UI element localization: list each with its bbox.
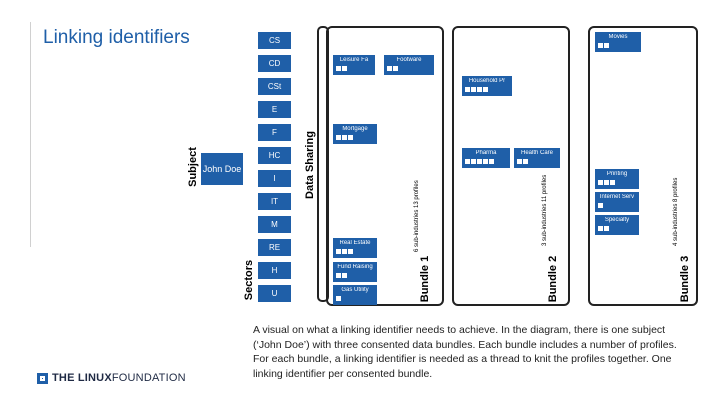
profile-square: [471, 87, 476, 92]
bundle-1-note: 6 sub-industries 13 profiles: [414, 180, 420, 252]
profile-square: [342, 135, 347, 140]
linux-foundation-logo-icon: [37, 372, 48, 384]
profile-square: [489, 159, 494, 164]
profile-box: Footware: [384, 55, 434, 75]
data-sharing-bar: [317, 26, 329, 302]
page-title: Linking identifiers: [43, 27, 190, 48]
logo-text: THE LINUXFOUNDATION: [52, 372, 186, 384]
profile-square: [523, 159, 528, 164]
profile-box: Leisure Fa: [333, 55, 375, 75]
bundle-2-note: 3 sub-industries 11 profiles: [542, 174, 548, 246]
profile-square: [471, 159, 476, 164]
sector-box: CSt: [258, 78, 291, 95]
profile-square: [610, 180, 615, 185]
profile-box: Health Care: [514, 148, 560, 168]
profile-square: [336, 66, 341, 71]
sector-box: HC: [258, 147, 291, 164]
profile-box: Household Pr: [462, 76, 512, 96]
sector-box: H: [258, 262, 291, 279]
bundle-1-frame: [326, 26, 444, 306]
profile-square: [336, 273, 341, 278]
profile-square: [342, 66, 347, 71]
profile-square: [517, 159, 522, 164]
profile-box: Gas Utility: [333, 285, 377, 305]
sector-box: CS: [258, 32, 291, 49]
profile-square: [598, 180, 603, 185]
profile-square: [483, 87, 488, 92]
profile-square: [336, 135, 341, 140]
sector-box: E: [258, 101, 291, 118]
profile-square: [604, 226, 609, 231]
subject-box: John Doe: [201, 153, 243, 185]
profile-square: [348, 249, 353, 254]
profile-box: Printing: [595, 169, 639, 189]
profile-box: Mortgage: [333, 124, 377, 144]
profile-square: [342, 273, 347, 278]
sector-box: CD: [258, 55, 291, 72]
sectors-label: Sectors: [243, 259, 255, 301]
profile-box: Internet Serv: [595, 192, 639, 212]
profile-square: [393, 66, 398, 71]
bundle-3-frame: [588, 26, 698, 306]
sector-box: RE: [258, 239, 291, 256]
profile-square: [598, 226, 603, 231]
description-text: A visual on what a linking identifier ne…: [253, 324, 677, 380]
profile-square: [336, 296, 341, 301]
profile-square: [483, 159, 488, 164]
linux-foundation-logo: THE LINUXFOUNDATION: [37, 370, 186, 386]
profile-square: [477, 87, 482, 92]
profile-square: [465, 87, 470, 92]
profile-square: [348, 135, 353, 140]
sector-box: F: [258, 124, 291, 141]
bundle-1-label: Bundle 1: [419, 255, 431, 303]
profile-square: [387, 66, 392, 71]
profile-square: [598, 203, 603, 208]
bundle-2-label: Bundle 2: [547, 255, 559, 303]
profile-square: [604, 180, 609, 185]
profile-box: Fund Raising: [333, 262, 377, 282]
profile-box: Pharma: [462, 148, 510, 168]
sector-box: I: [258, 170, 291, 187]
profile-square: [604, 43, 609, 48]
profile-box: Movies: [595, 32, 641, 52]
bundle-3-note: 4 sub-industries 8 profiles: [673, 177, 679, 246]
profile-box: Specialty: [595, 215, 639, 235]
sector-box: M: [258, 216, 291, 233]
bundle-3-label: Bundle 3: [679, 255, 691, 303]
sector-box: U: [258, 285, 291, 302]
profile-square: [477, 159, 482, 164]
profile-square: [342, 249, 347, 254]
profile-box: Real Estate: [333, 238, 377, 258]
sector-box: IT: [258, 193, 291, 210]
profile-square: [336, 249, 341, 254]
divider-line: [30, 22, 31, 247]
bundle-2-frame: [452, 26, 570, 306]
profile-square: [465, 159, 470, 164]
data-sharing-label: Data Sharing: [304, 131, 316, 199]
subject-label: Subject: [187, 147, 199, 187]
profile-square: [598, 43, 603, 48]
